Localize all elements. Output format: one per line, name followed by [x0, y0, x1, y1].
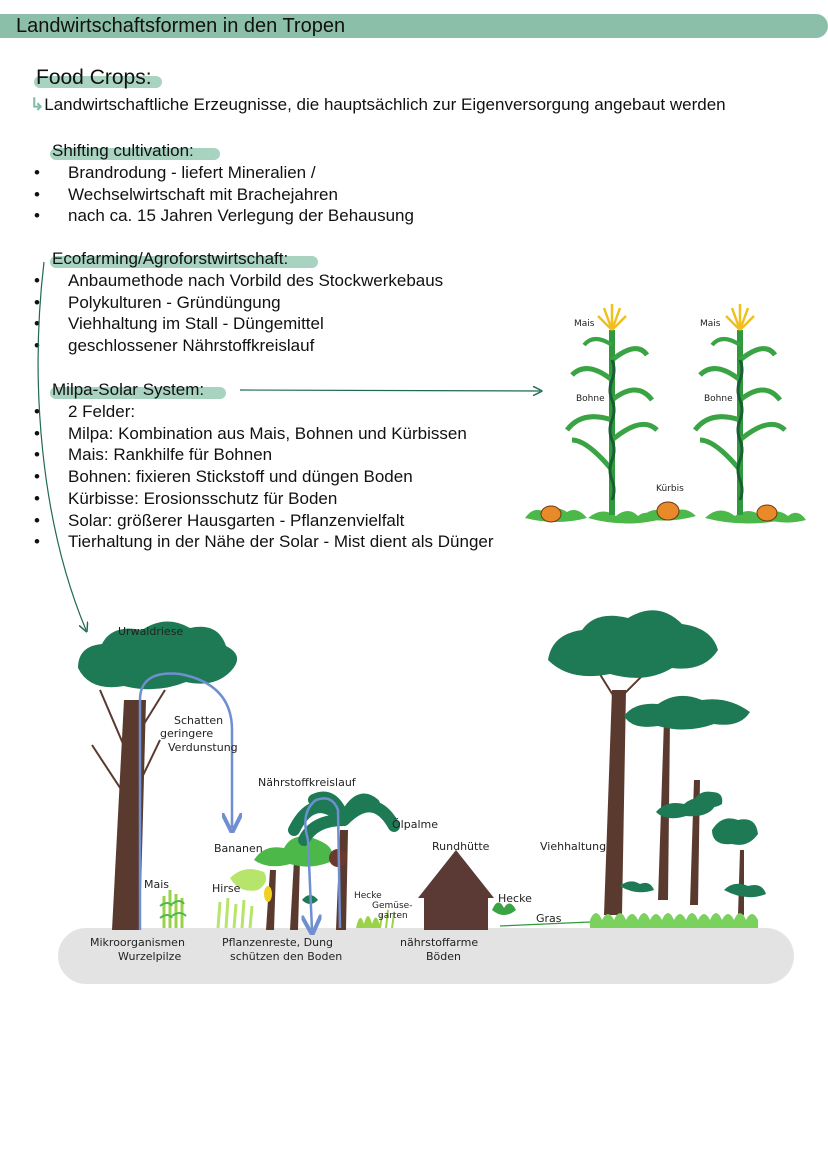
maize-plant-1 — [565, 304, 659, 515]
milpa-list: 2 Felder: Milpa: Kombination aus Mais, B… — [34, 401, 494, 553]
label-hirse: Hirse — [212, 882, 241, 895]
label-verdunstung: Verdunstung — [168, 741, 238, 754]
label-naehrstoffarme: nährstoffarme — [400, 936, 478, 949]
milpa-highlight — [50, 387, 226, 399]
nutrient-cycle-arrow — [305, 797, 342, 930]
label-urwaldriese: Urwaldriese — [118, 625, 183, 638]
list-item: Polykulturen - Gründüngung — [34, 292, 443, 314]
shadow-arrow — [138, 672, 232, 930]
list-item: geschlossener Nährstoffkreislauf — [34, 335, 443, 357]
label-hecke-2: Hecke — [498, 892, 532, 905]
label-schuetzen: schützen den Boden — [230, 950, 342, 963]
label-schatten: Schatten — [174, 714, 223, 727]
page-title: Landwirtschaftsformen in den Tropen — [16, 15, 346, 37]
label-bananen: Bananen — [214, 842, 263, 855]
return-arrow-icon: ↳ — [30, 95, 45, 114]
list-item: nach ca. 15 Jahren Verlegung der Behausu… — [34, 205, 414, 227]
food-crops-subtitle: ↳Landwirtschaftliche Erzeugnisse, die ha… — [30, 95, 726, 115]
label-gemuese: Gemüse- — [372, 901, 412, 911]
ecofarming-list: Anbaumethode nach Vorbild des Stockwerke… — [34, 270, 443, 357]
title-bar — [0, 14, 828, 38]
label-garten: garten — [378, 911, 408, 921]
milpa-arrow — [239, 390, 540, 391]
ecofarming-highlight — [50, 256, 318, 268]
maize-plant-2 — [693, 304, 787, 515]
food-crops-heading: Food Crops: — [36, 66, 152, 89]
label-gras: Gras — [536, 912, 562, 925]
list-item: Tierhaltung in der Nähe der Solar - Mist… — [34, 531, 494, 553]
food-crops-subtitle-text: Landwirtschaftliche Erzeugnisse, die hau… — [44, 95, 726, 114]
milpa-heading: Milpa-Solar System: — [52, 380, 205, 399]
label-hecke-1: Hecke — [354, 891, 382, 901]
label-geringere: geringere — [160, 727, 213, 740]
list-item: Wechselwirtschaft mit Brachejahren — [34, 184, 414, 206]
label-mais-1: Mais — [574, 319, 595, 329]
label-naehrstoffkreislauf: Nährstoffkreislauf — [258, 776, 357, 789]
list-item: Kürbisse: Erosionsschutz für Boden — [34, 488, 494, 510]
right-forest — [492, 610, 766, 928]
shifting-heading: Shifting cultivation: — [52, 141, 194, 160]
label-mikroorganismen: Mikroorganismen — [90, 936, 185, 949]
label-wurzelpilze: Wurzelpilze — [118, 950, 181, 963]
label-kurbis: Kürbis — [656, 484, 684, 494]
agroforest-drawing: Urwaldriese Schatten geringere Verdunstu… — [58, 610, 794, 984]
list-item: Milpa: Kombination aus Mais, Bohnen und … — [34, 423, 494, 445]
label-mais-2: Mais — [700, 319, 721, 329]
label-viehhaltung: Viehhaltung — [540, 840, 606, 853]
rundhuette — [418, 850, 494, 930]
ground — [58, 928, 794, 984]
shifting-list: Brandrodung - liefert Mineralien / Wechs… — [34, 162, 414, 227]
label-oelpalme: Ölpalme — [392, 818, 438, 831]
label-rundhuette: Rundhütte — [432, 840, 490, 853]
milpa-drawing: Mais Mais Bohne Bohne Kürbis — [525, 304, 806, 524]
label-pflanzenreste: Pflanzenreste, Dung — [222, 936, 333, 949]
list-item: Brandrodung - liefert Mineralien / — [34, 162, 414, 184]
label-bohne-1: Bohne — [576, 394, 605, 404]
small-crops — [159, 890, 395, 929]
label-mais: Mais — [144, 878, 169, 891]
food-crops-highlight — [34, 76, 162, 88]
ecofarming-heading: Ecofarming/Agroforstwirtschaft: — [52, 249, 289, 268]
list-item: Solar: größerer Hausgarten - Pflanzenvie… — [34, 510, 494, 532]
list-item: Bohnen: fixieren Stickstoff und düngen B… — [34, 466, 494, 488]
label-bohne-2: Bohne — [704, 394, 733, 404]
ecofarming-curve-arrow — [37, 261, 86, 630]
label-boeden: Böden — [426, 950, 461, 963]
shifting-highlight — [50, 148, 220, 160]
list-item: Anbaumethode nach Vorbild des Stockwerke… — [34, 270, 443, 292]
list-item: 2 Felder: — [34, 401, 494, 423]
list-item: Mais: Rankhilfe für Bohnen — [34, 444, 494, 466]
list-item: Viehhaltung im Stall - Düngemittel — [34, 313, 443, 335]
urwaldriese-tree — [78, 621, 238, 930]
